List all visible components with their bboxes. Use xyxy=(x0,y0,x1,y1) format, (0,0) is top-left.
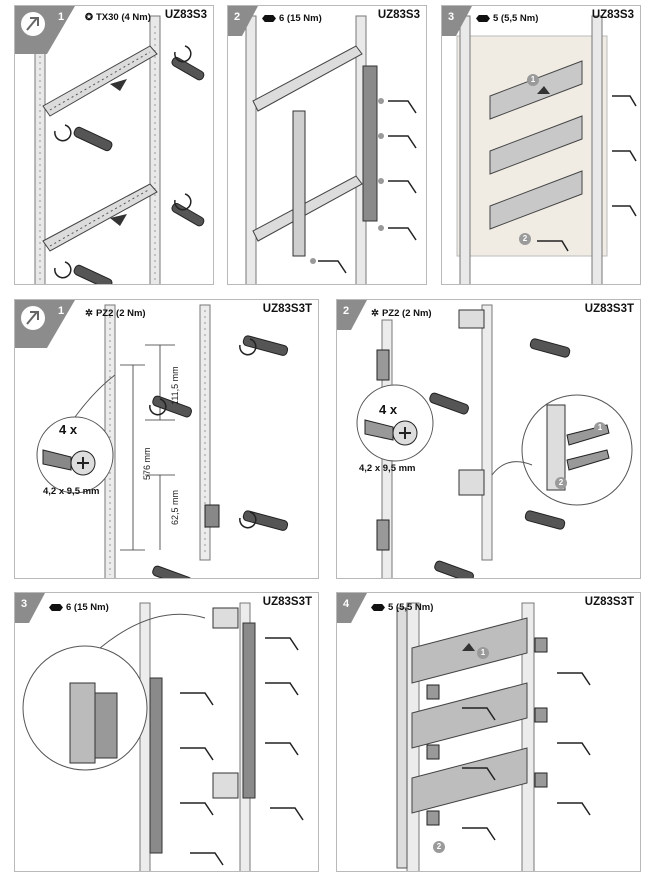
step-number: 3 xyxy=(21,598,28,610)
step-panel-r2-2: 2 ✲ PZ2 (2 Nm) UZ83S3T 4 x 4,2 x 9,5 mm … xyxy=(336,299,641,579)
step-corner-badge xyxy=(15,6,75,54)
callout-2: 2 xyxy=(519,233,531,245)
product-reference: UZ83S3 xyxy=(164,9,207,21)
torque-spec: ✲ PZ2 (2 Nm) xyxy=(85,308,146,319)
product-reference: UZ83S3 xyxy=(377,9,420,21)
callout-2: 2 xyxy=(433,841,445,853)
step-panel-r2-1: 1 ✲ PZ2 (2 Nm) UZ83S3T 111,5 mm 576 mm 6… xyxy=(14,299,319,579)
torx-icon: ✪ xyxy=(85,12,93,23)
callout-1: 1 xyxy=(594,422,606,434)
torque-label: 6 (15 Nm) xyxy=(279,13,322,24)
product-reference: UZ83S3 xyxy=(591,9,634,21)
step-number: 2 xyxy=(234,11,241,23)
callout-1: 1 xyxy=(477,647,489,659)
torque-spec: 6 (15 Nm) xyxy=(49,602,109,613)
torque-label: 6 (15 Nm) xyxy=(66,602,109,613)
step-corner-badge xyxy=(337,300,367,330)
hex-key-icon xyxy=(49,604,63,611)
torque-spec: 5 (5,5 Nm) xyxy=(371,602,433,613)
step-panel-r1-3: 3 5 (5,5 Nm) UZ83S3 1 2 xyxy=(441,5,641,285)
torque-spec: ✪ TX30 (4 Nm) xyxy=(85,12,151,23)
torque-label: PZ2 (2 Nm) xyxy=(381,308,432,319)
screw-quantity: 4 x xyxy=(379,402,398,417)
screw-size: 4,2 x 9,5 mm xyxy=(359,463,416,474)
dimension-62-5: 62,5 mm xyxy=(170,489,180,525)
step-number: 4 xyxy=(343,598,350,610)
bracket-mount-illustration xyxy=(245,15,417,284)
dimension-576: 576 mm xyxy=(142,447,152,480)
product-reference: UZ83S3T xyxy=(262,303,312,315)
product-reference: UZ83S3T xyxy=(584,303,634,315)
step-corner-badge xyxy=(15,593,45,623)
screw-size: 4,2 x 9,5 mm xyxy=(43,486,100,497)
hex-key-icon xyxy=(476,15,490,22)
product-reference: UZ83S3T xyxy=(584,596,634,608)
pozidriv-icon: ✲ xyxy=(85,308,93,319)
torque-label: TX30 (4 Nm) xyxy=(95,12,151,23)
pozidriv-icon: ✲ xyxy=(371,308,379,319)
callout-1: 1 xyxy=(527,74,539,86)
rail-fixing-illustration xyxy=(356,304,633,578)
step-corner-badge xyxy=(337,593,367,623)
plate-fixing-illustration xyxy=(456,15,637,284)
hex-key-icon xyxy=(371,604,385,611)
step-panel-r3-2: 4 5 (5,5 Nm) UZ83S3T 1 2 xyxy=(336,592,641,872)
torque-spec: ✲ PZ2 (2 Nm) xyxy=(371,308,432,319)
step-number: 1 xyxy=(58,305,65,317)
rail-positioning-illustration xyxy=(36,304,289,578)
step-panel-r3-1: 3 6 (15 Nm) UZ83S3T xyxy=(14,592,319,872)
torque-label: 5 (5,5 Nm) xyxy=(388,602,434,613)
step-corner-badge xyxy=(228,6,258,36)
torque-spec: 5 (5,5 Nm) xyxy=(476,13,538,24)
callout-2: 2 xyxy=(555,477,567,489)
mounting-plate-illustration xyxy=(396,602,591,871)
step-number: 1 xyxy=(58,11,65,23)
step-panel-r1-2: 2 6 (15 Nm) UZ83S3 xyxy=(227,5,427,285)
step-number: 3 xyxy=(448,11,455,23)
torque-spec: 6 (15 Nm) xyxy=(262,13,322,24)
screw-quantity: 4 x xyxy=(59,422,78,437)
step-corner-badge xyxy=(442,6,472,36)
step-corner-badge xyxy=(15,300,75,348)
torque-label: PZ2 (2 Nm) xyxy=(95,308,146,319)
torque-label: 5 (5,5 Nm) xyxy=(493,13,539,24)
dimension-111-5: 111,5 mm xyxy=(170,366,180,405)
support-bracket-illustration xyxy=(22,602,304,871)
step-panel-r1-1: 1 ✪ TX30 (4 Nm) UZ83S3 xyxy=(14,5,214,285)
rail-bracket-illustration xyxy=(34,15,205,284)
product-reference: UZ83S3T xyxy=(262,596,312,608)
hex-key-icon xyxy=(262,15,276,22)
step-number: 2 xyxy=(343,305,350,317)
